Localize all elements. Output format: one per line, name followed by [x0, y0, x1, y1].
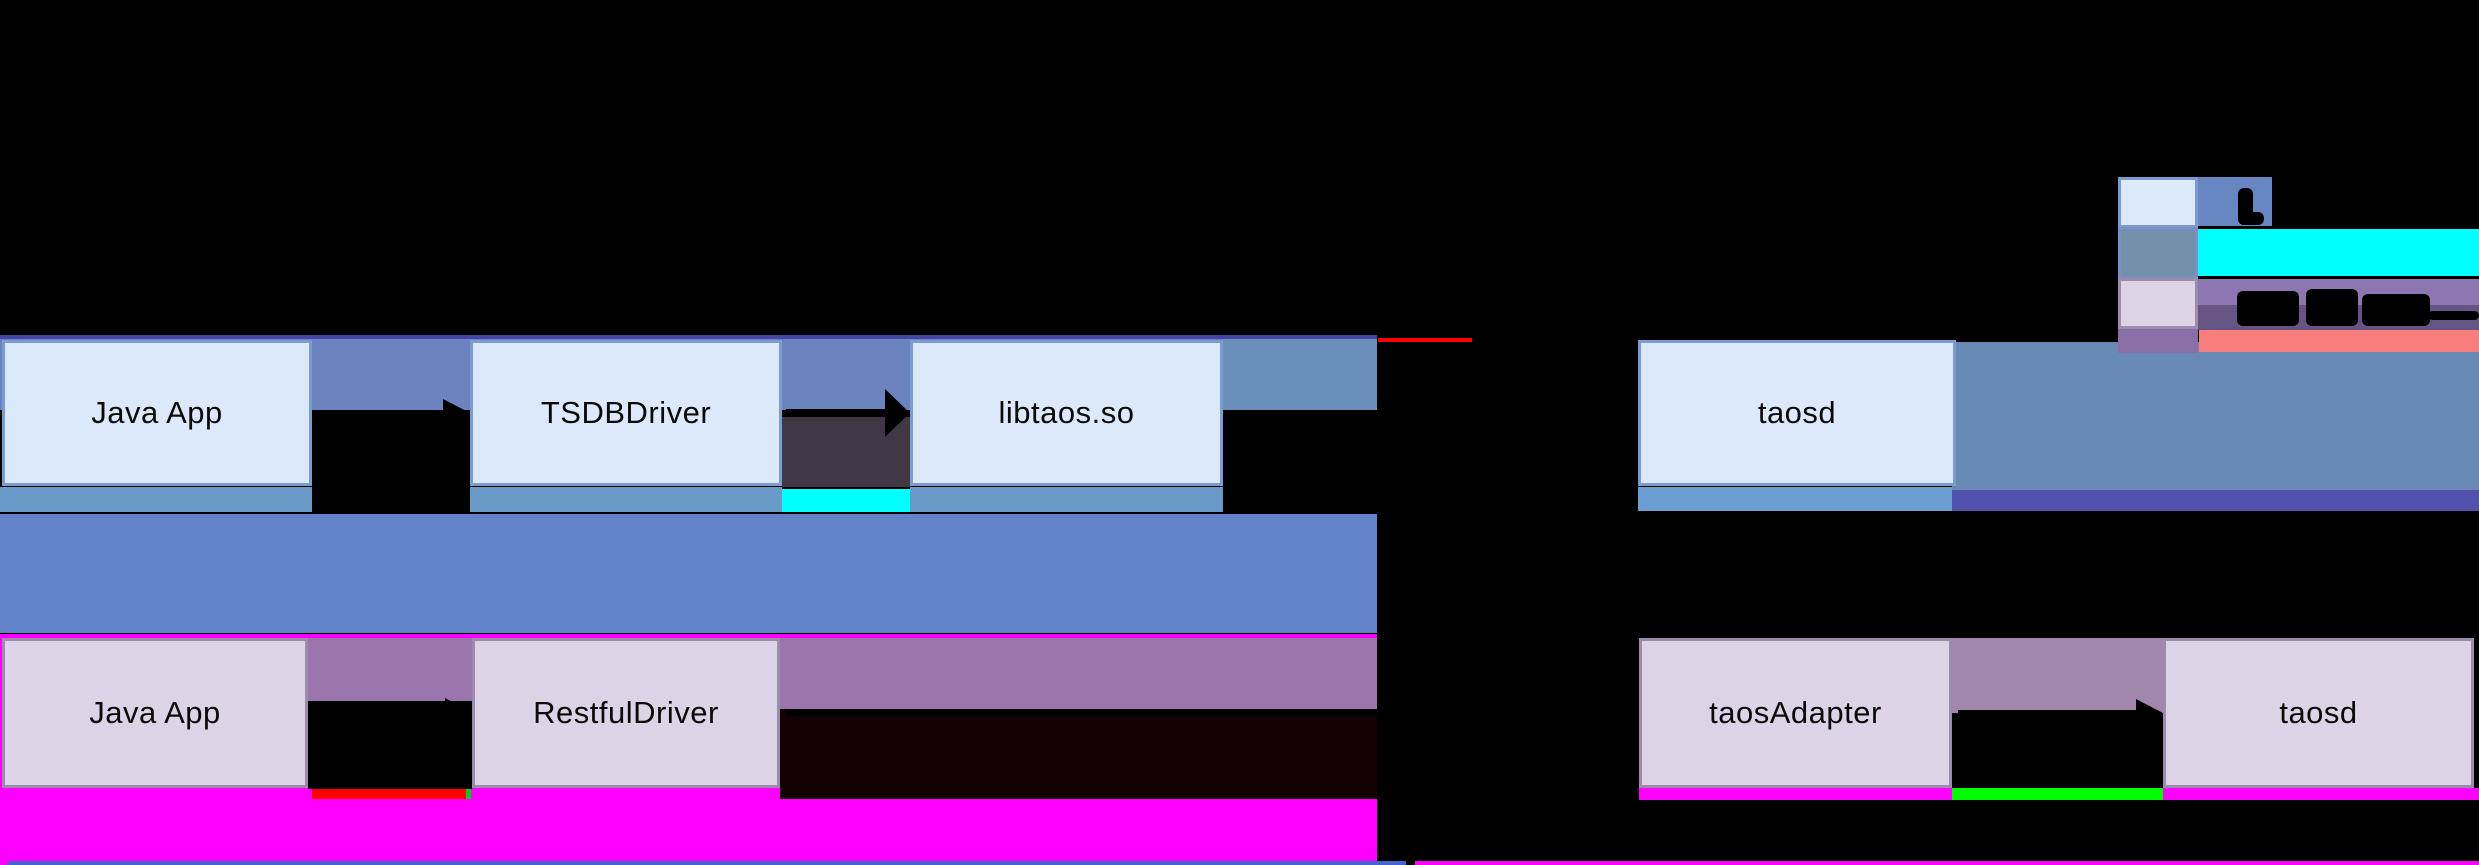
- box-taosd-rest: taosd: [2163, 638, 2474, 788]
- box-java-app-rest: Java App: [2, 638, 308, 788]
- row2-purple-band-right: [1952, 638, 2163, 713]
- arrowhead-taosadapter-icon: [1612, 699, 1639, 727]
- arrow-libtaos-to-taosd: [1228, 411, 1618, 417]
- row2-gap1-black-area: [308, 701, 472, 789]
- arrowhead-taosd-icon: [1611, 400, 1638, 428]
- box-java-app-jni: Java App: [2, 340, 312, 486]
- box-taosd-jni-label: taosd: [1757, 395, 1837, 430]
- box-taosadapter-label: taosAdapter: [1709, 695, 1882, 730]
- green-sliver: [466, 789, 471, 799]
- arrow-restfuldriver-to-taosadapter: [786, 710, 1616, 716]
- box-taosadapter: taosAdapter: [1639, 638, 1952, 788]
- legend-swatch-row1-style: [2118, 177, 2198, 228]
- legend-salmon-band: [2199, 330, 2479, 352]
- legend-glyph-fragment: [2238, 212, 2264, 225]
- box-tsdbdriver-label: TSDBDriver: [540, 395, 712, 430]
- box-libtaos-label: libtaos.so: [998, 395, 1135, 430]
- legend-glyph-fragment: [2362, 294, 2430, 326]
- row1-gap1-black-area: [312, 410, 470, 512]
- bottom-magenta-line: [1415, 861, 2479, 865]
- arrowhead-restfuldriver-icon: [445, 698, 472, 726]
- red-annotation-line: [1378, 338, 1472, 342]
- arrowhead-tsdbdriver-icon: [443, 399, 470, 427]
- arrow-tsdbdriver-to-libtaos: [786, 409, 890, 416]
- legend-swatch-row2-style: [2118, 278, 2198, 329]
- cyan-strip: [782, 489, 910, 512]
- arrowhead-libtaos-icon: [885, 389, 910, 437]
- magenta-strip-under-taosadapter: [1639, 788, 1952, 800]
- strip-under-libtaos: [910, 487, 1223, 512]
- magenta-strip-under-taosd: [2163, 788, 2479, 800]
- box-restfuldriver-label: RestfulDriver: [533, 695, 719, 730]
- arrowhead-taosd-rest-icon: [2136, 699, 2163, 727]
- strip-under-javaapp: [0, 487, 312, 512]
- big-blue-band: [0, 514, 1377, 633]
- indigo-band: [1952, 490, 2479, 511]
- legend-glyph-fragment: [2306, 289, 2358, 326]
- row1-band-top-edge: [0, 335, 1377, 339]
- arrow-taosadapter-to-taosd: [1958, 710, 2140, 716]
- strip-under-tsdbdriver: [470, 487, 782, 512]
- legend-cyan-band: [2197, 229, 2479, 276]
- row1-slate-band-right-of-libtaos: [1223, 339, 1377, 410]
- slate-band-right: [1952, 342, 2479, 490]
- arrow-javaapp-to-tsdbdriver: [316, 410, 452, 416]
- box-java-app-rest-label: Java App: [89, 695, 221, 730]
- box-restfuldriver: RestfulDriver: [472, 638, 780, 788]
- bottom-blue-line: [8, 861, 1406, 865]
- box-tsdbdriver: TSDBDriver: [470, 340, 782, 486]
- legend-glyph-fragment: [2237, 291, 2299, 326]
- row2-maroon-block: [780, 709, 1377, 799]
- green-strip: [1952, 788, 2163, 800]
- strip-under-taosd: [1638, 487, 1952, 511]
- legend-swatch-slate-style: [2118, 227, 2198, 279]
- red-strip: [312, 789, 466, 799]
- arrow-javaapp-to-restfuldriver: [316, 709, 452, 715]
- legend-glyph-fragment: [2428, 311, 2479, 320]
- box-taosd-jni: taosd: [1638, 340, 1956, 486]
- box-taosd-rest-label: taosd: [2279, 695, 2358, 730]
- box-java-app-jni-label: Java App: [91, 395, 223, 430]
- legend-purple-block: [2118, 328, 2198, 353]
- box-libtaos: libtaos.so: [910, 340, 1223, 486]
